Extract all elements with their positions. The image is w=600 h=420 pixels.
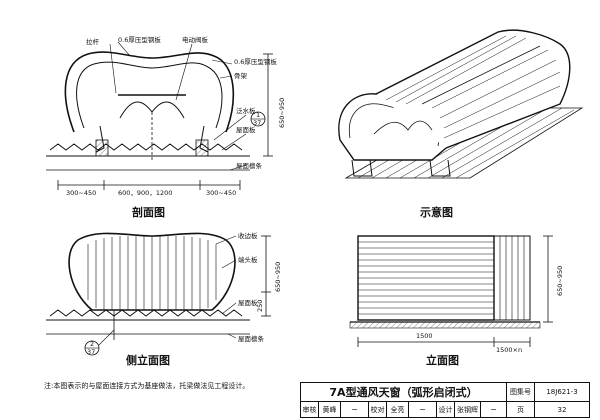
- section-labels: 拉杆 0.6厚压型钢板 电动阀板 0.6厚压型钢板 骨架 泛水板 屋面板 屋面檩…: [66, 35, 286, 197]
- elevation-view: [349, 235, 553, 347]
- check-label: 校对: [369, 402, 387, 417]
- label-corrugated: 收边板: [238, 231, 258, 240]
- reviewer-name: 黄峰: [319, 402, 341, 417]
- caption-side-elevation: 侧立面图: [126, 354, 170, 367]
- dim-middle: 600，900，1200: [118, 189, 172, 197]
- design-label: 设计: [437, 402, 455, 417]
- caption-section: 剖面图: [132, 206, 165, 219]
- detail-ref-sheet: 37: [253, 119, 261, 127]
- detail-ref-sheet: 37: [87, 348, 95, 356]
- detail-ref-number: 1: [256, 111, 260, 119]
- dim-right: 300~450: [206, 189, 236, 197]
- elevation-labels: 1500 1500×n 650~950: [416, 266, 564, 354]
- label-steel-plate-top: 0.6厚压型钢板: [118, 35, 161, 44]
- label-steel-plate-right: 0.6厚压型钢板: [234, 57, 277, 66]
- label-frame: 骨架: [234, 72, 248, 80]
- designer-name: 张钢辉: [455, 402, 481, 417]
- dim-left: 300~450: [66, 189, 96, 197]
- title-block: 7A型通风天窗（弧形启闭式） 图集号 18J621-3 审核 黄峰 ~ 校对 全…: [300, 382, 590, 418]
- dim-height: 650~950: [274, 262, 282, 292]
- atlas-number: 18J621-3: [535, 383, 589, 402]
- section-view: [46, 41, 273, 190]
- label-purlin: 屋面檩条: [238, 334, 265, 343]
- dim-base: 250: [256, 300, 264, 312]
- footnote: 注:本图表示的与屋面连接方式为基座做法，托梁做法见工程设计。: [44, 382, 250, 390]
- side-elevation-view: [46, 232, 271, 356]
- dim-module: 1500×n: [496, 346, 522, 354]
- label-roof-panel: 屋面板: [238, 298, 258, 307]
- dim-height: 650~950: [278, 98, 286, 128]
- dim-height: 650~950: [556, 266, 564, 296]
- label-electric-valve: 电动阀板: [182, 35, 209, 44]
- reviewer-signature: ~: [341, 402, 369, 417]
- page-number: 32: [557, 405, 567, 414]
- label-flashing: 泛水板: [236, 106, 256, 115]
- label-pull-rod: 拉杆: [86, 37, 100, 46]
- label-end-plate: 端头板: [238, 255, 258, 264]
- checker-name: 全亮: [387, 402, 409, 417]
- review-label: 审核: [301, 402, 319, 417]
- label-purlin: 屋面檩条: [236, 161, 263, 170]
- caption-schematic: 示意图: [420, 206, 453, 219]
- drawing-title: 7A型通风天窗（弧形启闭式）: [301, 383, 507, 402]
- designer-signature: ~: [481, 402, 507, 417]
- schematic-view: [338, 29, 584, 179]
- label-roof-panel: 屋面板: [236, 125, 256, 134]
- detail-ref-number: 2: [90, 340, 94, 348]
- dim-width: 1500: [416, 332, 433, 340]
- caption-elevation: 立面图: [426, 354, 459, 367]
- side-elevation-labels: 收边板 端头板 屋面板 屋面檩条 650~950 250 2 37: [87, 231, 282, 356]
- checker-signature: ~: [409, 402, 437, 417]
- atlas-label: 图集号: [507, 383, 535, 402]
- page-label: 页: [507, 402, 535, 417]
